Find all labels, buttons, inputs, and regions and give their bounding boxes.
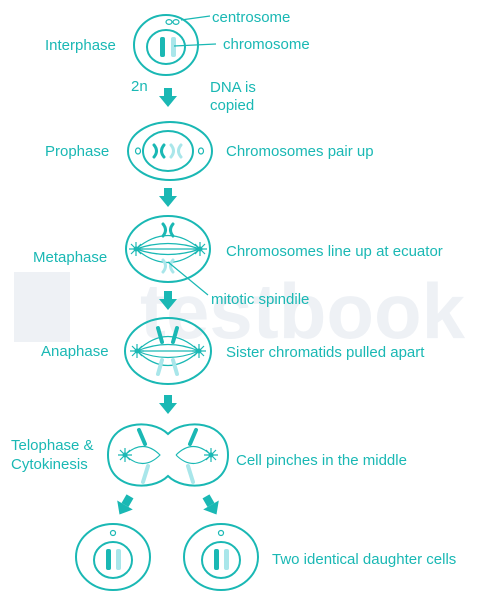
- metaphase-description: Chromosomes line up at ecuator: [226, 243, 443, 260]
- anaphase-label: Anaphase: [41, 343, 109, 360]
- ploidy-label: 2n: [131, 78, 148, 95]
- prophase-label: Prophase: [45, 143, 109, 160]
- telophase-label-line1: Telophase &: [11, 437, 94, 454]
- chromosome-light: [171, 37, 176, 57]
- down-left-arrow-icon: [117, 494, 134, 515]
- dna-copied-line2: copied: [210, 97, 254, 114]
- telophase-label-line2: Cytokinesis: [11, 456, 88, 473]
- telophase-description: Cell pinches in the middle: [236, 452, 407, 469]
- down-arrow-icon: [159, 188, 177, 207]
- centrosome-icon: [165, 19, 180, 26]
- watermark: testbook: [14, 267, 466, 355]
- chromosome-x-dark: [152, 143, 166, 159]
- chromosome-label: chromosome: [223, 36, 310, 53]
- spindle-pole-icon: [128, 241, 144, 257]
- metaphase-label: Metaphase: [33, 249, 107, 266]
- anaphase-cell: [124, 317, 212, 385]
- spindle-pole-icon: [129, 343, 145, 359]
- chromatid-dark: [137, 428, 198, 446]
- anaphase-description: Sister chromatids pulled apart: [226, 344, 425, 361]
- daughter-cells-description: Two identical daughter cells: [272, 551, 456, 568]
- down-arrow-icon: [159, 88, 177, 107]
- daughter-cell-right: [183, 523, 259, 591]
- chromosome-dark: [160, 37, 165, 57]
- watermark-text: testbook: [140, 267, 466, 355]
- spindle-pole-icon: [117, 447, 133, 463]
- chromatid-light: [156, 358, 179, 376]
- down-right-arrow-icon: [202, 494, 219, 515]
- down-arrow-icon: [159, 395, 177, 414]
- interphase-label: Interphase: [45, 37, 116, 54]
- daughter-cell-left: [75, 523, 151, 591]
- interphase-cell: [133, 14, 217, 76]
- chromosome-x-light: [169, 143, 183, 159]
- chromosome-x-dark: [161, 222, 175, 238]
- spindle-pole-icon: [191, 343, 207, 359]
- centrosome-label: centrosome: [212, 9, 290, 26]
- metaphase-cell: [125, 215, 211, 296]
- spindle-pole-icon: [192, 241, 208, 257]
- mitotic-spindle-label: mitotic spindile: [211, 291, 309, 308]
- chromatid-dark: [156, 326, 179, 344]
- spindle-pole-icon: [203, 447, 219, 463]
- telophase-cell: [106, 423, 230, 487]
- chromatid-light: [141, 464, 195, 484]
- dna-copied-line1: DNA is: [210, 79, 256, 96]
- prophase-cell: [127, 121, 213, 181]
- prophase-description: Chromosomes pair up: [226, 143, 374, 160]
